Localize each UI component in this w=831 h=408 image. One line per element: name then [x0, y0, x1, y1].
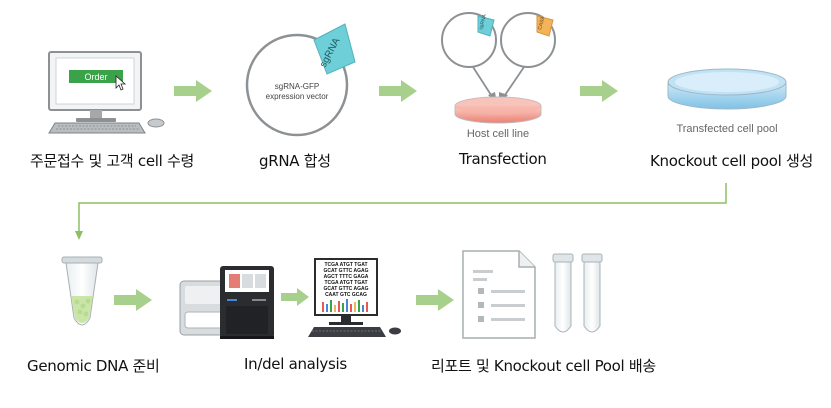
cursor-icon: [115, 75, 127, 91]
transfection-dish-icon: sgRNA CAS9 Host cell line: [441, 12, 556, 140]
seq-line-5: GCAT GTTC AGAG: [324, 286, 369, 292]
step-label-genomic-dna: Genomic DNA 준비: [27, 357, 160, 375]
seq-line-4: TCGA ATGT TGAT: [324, 280, 367, 286]
flow-arrow: [114, 289, 152, 311]
plasmid-a-tag: sgRNA: [478, 13, 488, 30]
vector-label-line1: sgRNA-GFP: [275, 82, 319, 91]
monitor-sequence-icon: TCGA ATGT TGAT GCAT GTTC AGAG AGCT TTTC …: [308, 258, 401, 337]
flow-arrow: [580, 80, 618, 102]
step-label-report: 리포트 및 Knockout cell Pool 배송: [431, 357, 656, 375]
flow-arrow: [416, 289, 454, 311]
vector-label-line2: expression vector: [266, 92, 329, 101]
chromatogram-peaks: [322, 299, 368, 312]
host-cell-line-label: Host cell line: [467, 128, 529, 140]
petri-dish-icon: Transfected cell pool: [667, 68, 787, 135]
seq-line-6: CAAT GTC GCAG: [325, 292, 367, 298]
flow-arrow: [174, 80, 212, 102]
flow-arrow: [281, 288, 309, 306]
step-label-transfection: Transfection: [459, 150, 547, 168]
transfected-pool-label: Transfected cell pool: [676, 123, 777, 135]
flow-arrow: [379, 80, 417, 102]
step-label-knockout-pool: Knockout cell pool 생성: [650, 152, 813, 170]
sequencer-icon: [179, 266, 274, 339]
step-label-order: 주문접수 및 고객 cell 수령: [30, 152, 194, 170]
tube-icon: [61, 256, 103, 326]
plasmid-vector-icon: sgRNA sgRNA-GFP expression vector: [245, 23, 356, 137]
seq-line-3: AGCT TTTC GAGA: [324, 274, 369, 280]
order-button-label: Order: [84, 72, 107, 82]
computer-order-icon: Order: [48, 51, 165, 134]
connector-line: [75, 183, 727, 240]
seq-line-2: GCAT GTTC AGAG: [324, 268, 369, 274]
seq-line-1: TCGA ATGT TGAT: [324, 262, 367, 268]
step-label-indel: In/del analysis: [244, 355, 347, 373]
order-button-shape: [69, 70, 123, 83]
report-tubes-icon: [462, 250, 603, 339]
plasmid-b-tag: CAS9: [537, 16, 546, 30]
step-label-grna: gRNA 합성: [259, 152, 331, 170]
